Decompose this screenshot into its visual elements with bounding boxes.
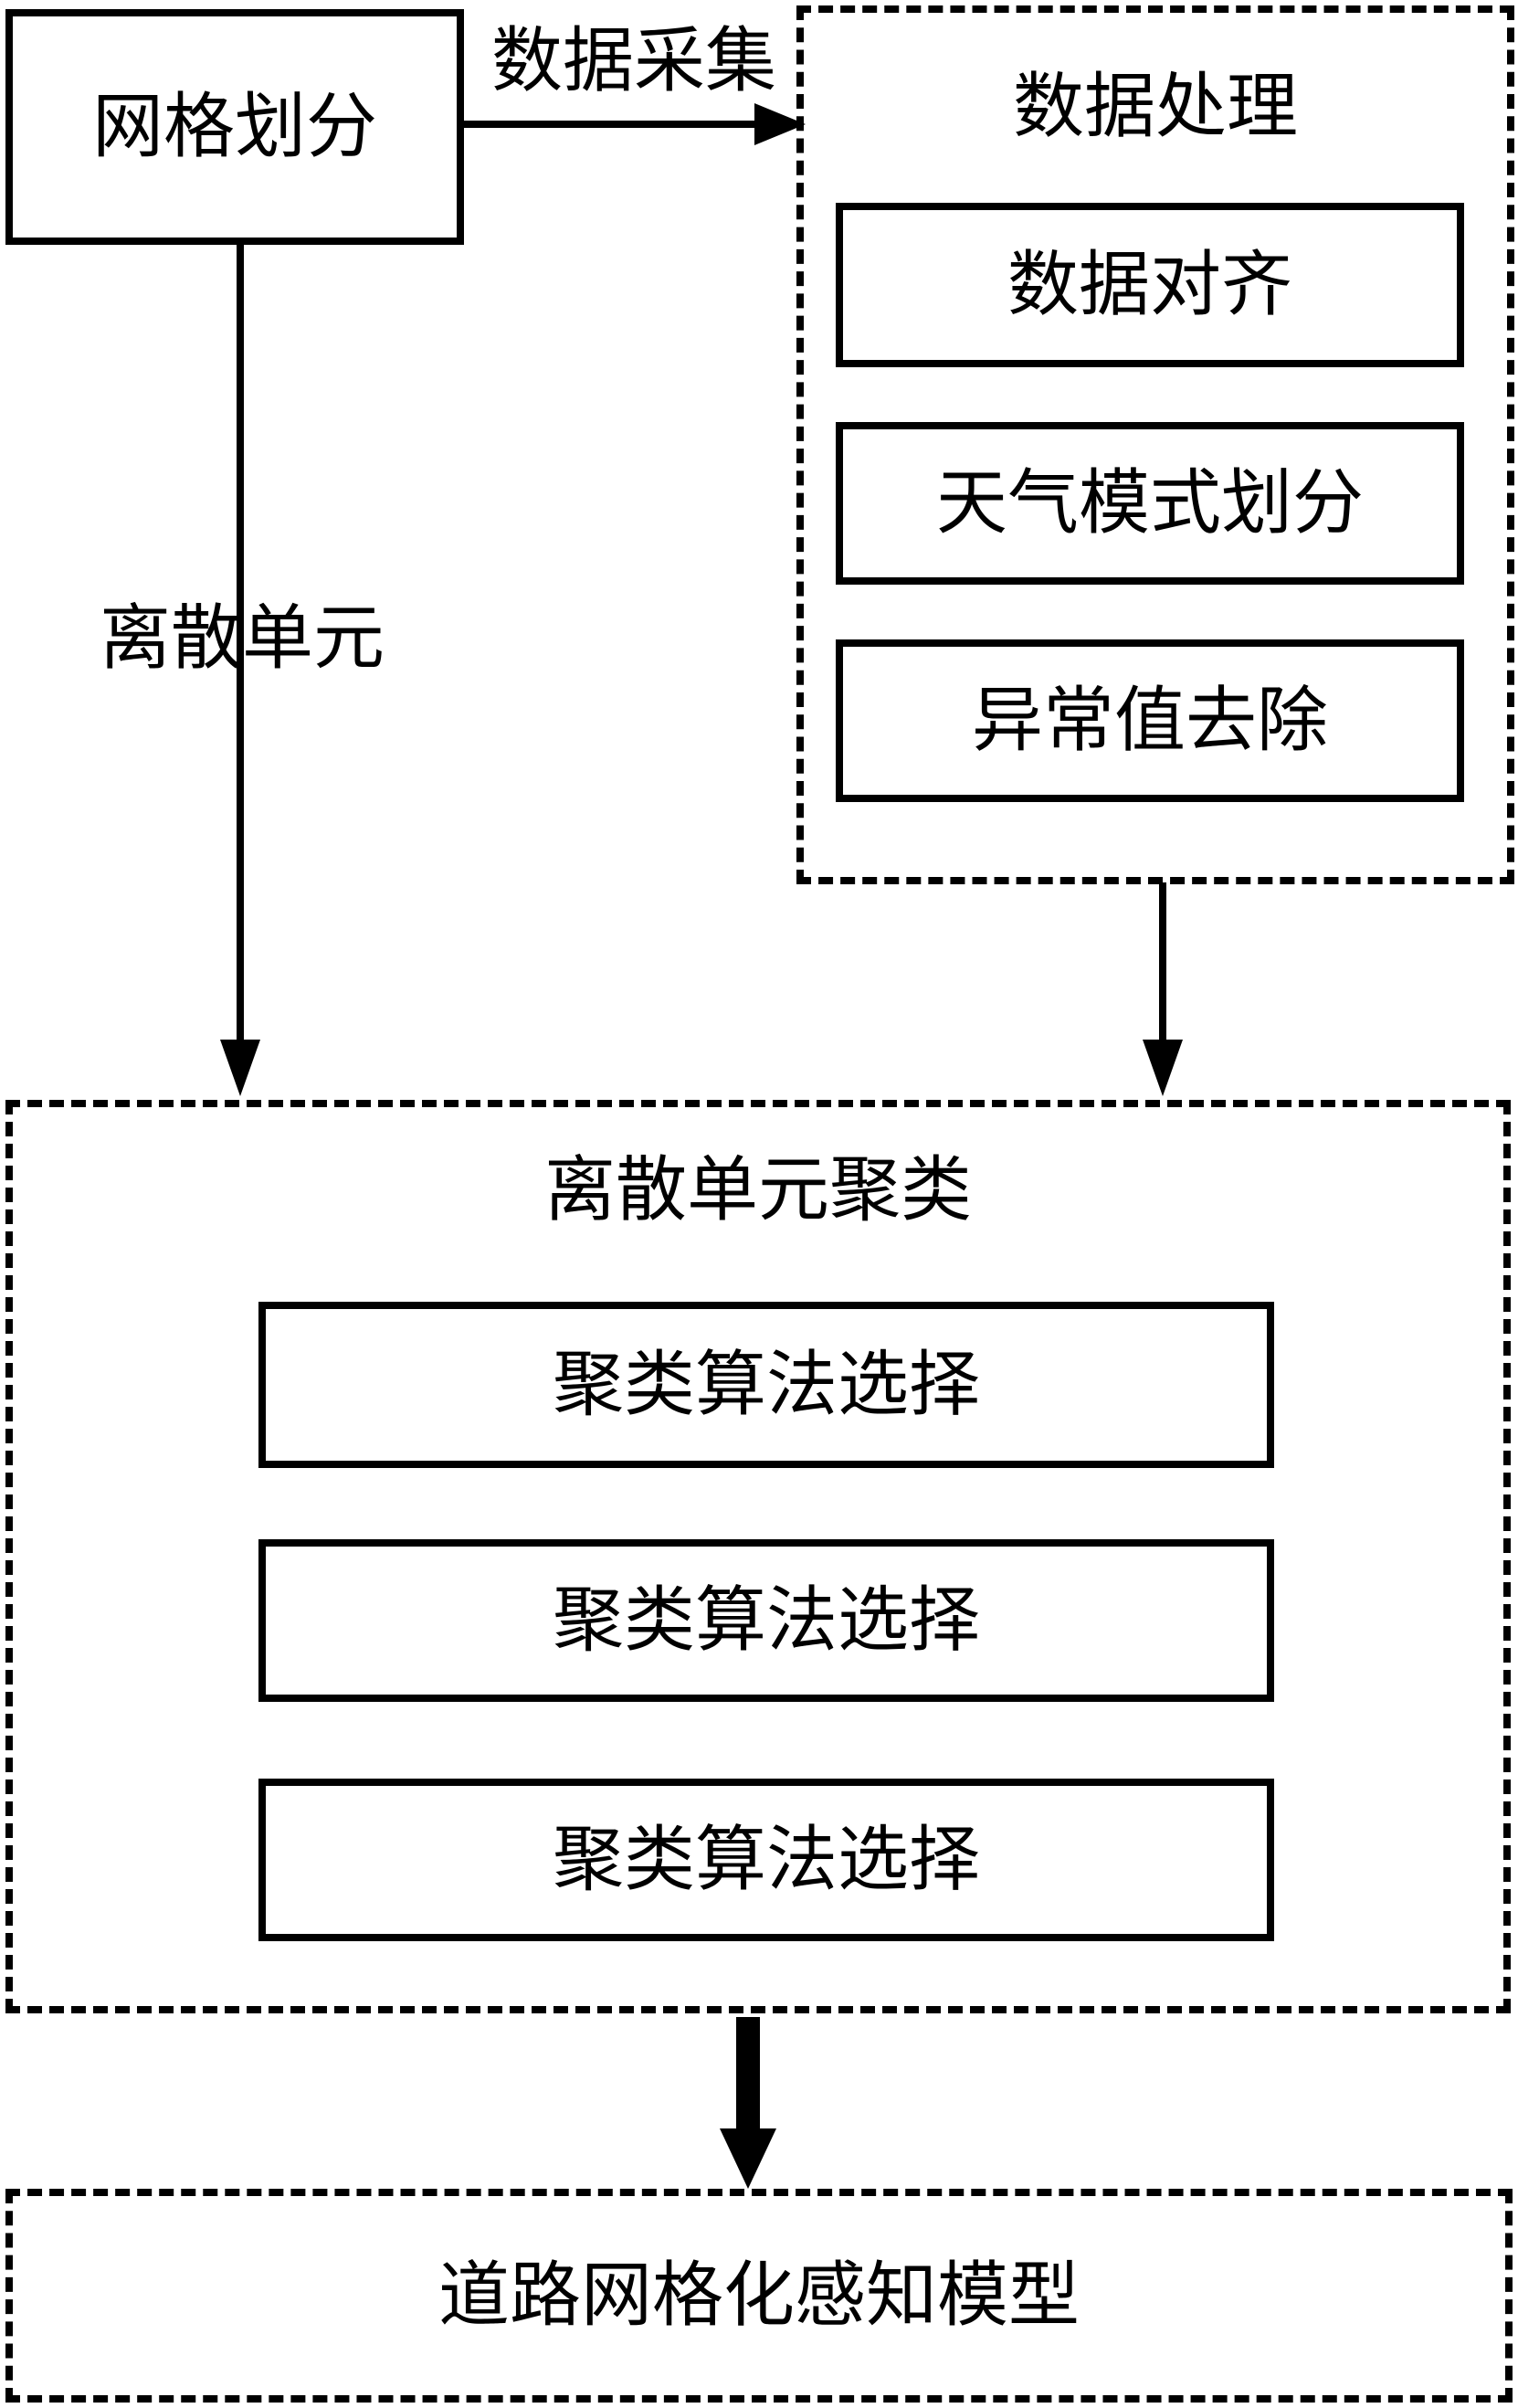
output-model-label: 道路网格化感知模型 (437, 2255, 1080, 2335)
output-model-group: 道路网格化感知模型 (5, 2189, 1513, 2403)
edge-processing-to-clustering-line (1159, 882, 1166, 1041)
edge-grid-to-processing-line (464, 121, 760, 128)
edge-grid-to-clustering-arrowhead-icon (220, 1040, 260, 1096)
data-processing-title: 数据处理 (1012, 67, 1298, 146)
clustering-algorithm-selection-box-1: 聚类算法选择 (258, 1302, 1274, 1468)
weather-pattern-division-box: 天气模式划分 (836, 422, 1464, 585)
weather-pattern-division-label: 天气模式划分 (935, 463, 1364, 543)
data-processing-group: 数据处理 数据对齐 天气模式划分 异常值去除 (796, 5, 1514, 884)
outlier-removal-box: 异常值去除 (836, 639, 1464, 802)
data-alignment-box: 数据对齐 (836, 203, 1464, 367)
clustering-algorithm-selection-box-2: 聚类算法选择 (258, 1539, 1274, 1702)
clustering-algorithm-selection-label-2: 聚类算法选择 (552, 1580, 980, 1660)
clustering-algorithm-selection-box-3: 聚类算法选择 (258, 1779, 1274, 1941)
data-collection-edge-label: 数据采集 (490, 21, 776, 100)
clustering-title: 离散单元聚类 (543, 1150, 972, 1230)
edge-processing-to-clustering-arrowhead-icon (1143, 1040, 1183, 1096)
discrete-unit-edge-label: 离散单元 (99, 598, 385, 678)
clustering-algorithm-selection-label-3: 聚类算法选择 (552, 1820, 980, 1899)
edge-clustering-to-model-arrowhead-icon (720, 2128, 776, 2189)
edge-grid-to-clustering-line (237, 245, 244, 1041)
grid-division-label: 网格划分 (91, 87, 377, 166)
clustering-algorithm-selection-label-1: 聚类算法选择 (552, 1345, 980, 1424)
clustering-group: 离散单元聚类 聚类算法选择 聚类算法选择 聚类算法选择 (5, 1100, 1511, 2013)
data-alignment-label: 数据对齐 (1007, 245, 1292, 324)
edge-clustering-to-model-line (736, 2017, 760, 2130)
outlier-removal-label: 异常值去除 (971, 681, 1328, 760)
grid-division-box: 网格划分 (5, 9, 464, 245)
